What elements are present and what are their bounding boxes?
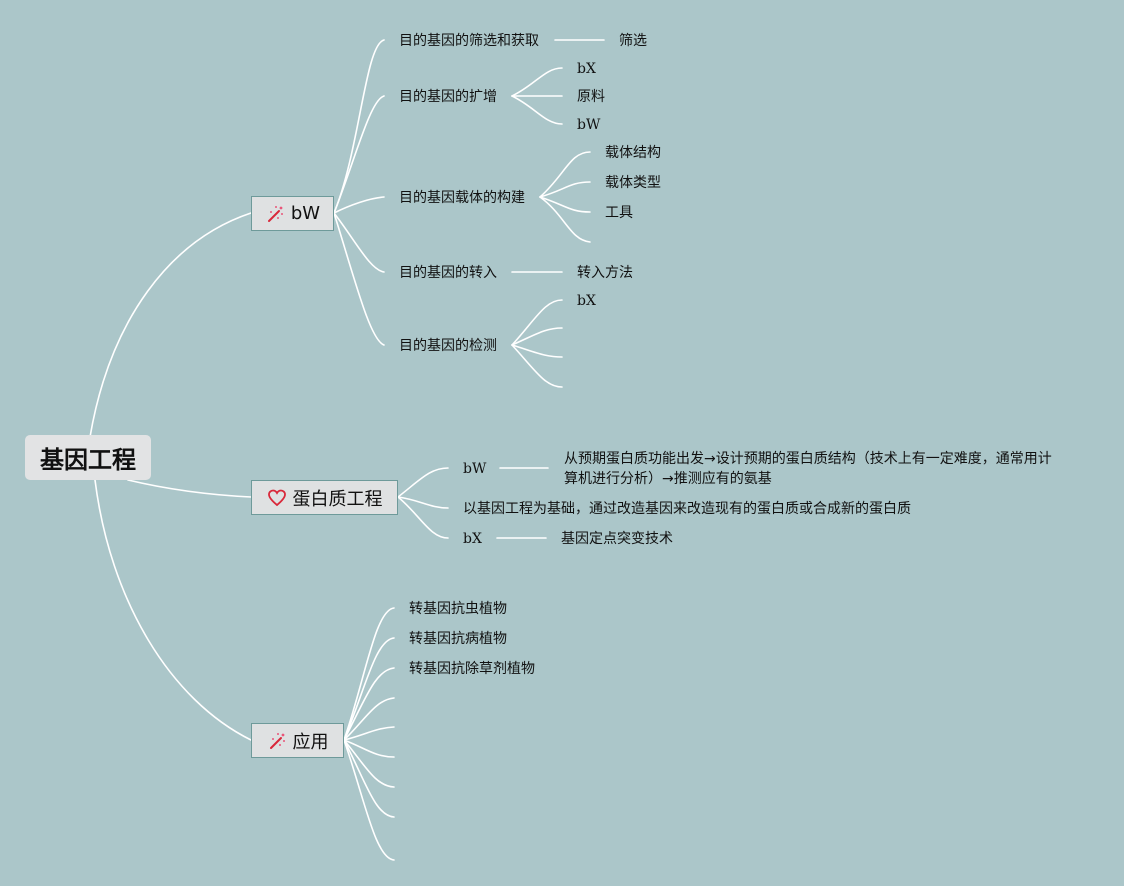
connector-line <box>539 196 591 243</box>
topic-protein-definition[interactable]: 以基因工程为基础，通过改造基因来改造现有的蛋白质或合成新的蛋白质 <box>463 501 911 517</box>
connector-line <box>343 726 395 741</box>
topic-transfer-method[interactable]: 转入方法 <box>577 265 633 281</box>
connector-line <box>539 151 591 198</box>
connector-line <box>343 607 395 741</box>
connector-line <box>343 739 395 758</box>
connector-line <box>397 467 449 498</box>
topic-protein-bX[interactable]: bX <box>463 531 482 547</box>
root-topic-label: 基因工程 <box>40 446 136 474</box>
root-topic[interactable]: 基因工程 <box>25 435 151 480</box>
connector-line <box>343 739 395 788</box>
topic-site-directed-mutagenesis[interactable]: 基因定点突变技术 <box>561 531 673 547</box>
connector-line <box>343 667 395 741</box>
branch-protein-engineering[interactable]: 蛋白质工程 <box>251 480 398 515</box>
connector-line <box>511 95 563 125</box>
topic-protein-bW[interactable]: bW <box>463 461 487 477</box>
branch-bW-label: bW <box>290 203 321 224</box>
topic-detection-leaf-bX[interactable]: bX <box>577 293 596 309</box>
topic-disease-resistant-plants[interactable]: 转基因抗病植物 <box>409 631 507 647</box>
connector-line <box>333 212 385 346</box>
connector-root-branch3 <box>94 479 252 741</box>
connector-line <box>343 739 395 818</box>
connector-line <box>511 344 563 358</box>
topic-herbicide-resistant-plants[interactable]: 转基因抗除草剂植物 <box>409 661 535 677</box>
topic-insect-resistant-plants[interactable]: 转基因抗虫植物 <box>409 601 507 617</box>
topic-vector-structure[interactable]: 载体结构 <box>605 145 661 161</box>
connector-line <box>511 67 563 97</box>
connector-line <box>511 299 563 346</box>
connector-line <box>343 637 395 741</box>
magic-wand-icon <box>269 732 285 749</box>
topic-protein-design-flow[interactable]: 从预期蛋白质功能出发→设计预期的蛋白质结构（技术上有一定难度，通常用计算机进行分… <box>564 451 1052 487</box>
connector-line <box>511 327 563 346</box>
topic-screen-and-obtain[interactable]: 目的基因的筛选和获取 <box>399 33 539 49</box>
connector-line <box>333 95 385 214</box>
topic-amplification[interactable]: 目的基因的扩增 <box>399 89 497 105</box>
connector-line <box>333 196 385 214</box>
topic-amplification-leaf-material[interactable]: 原料 <box>577 89 605 105</box>
branch-protein-engineering-label: 蛋白质工程 <box>292 488 383 510</box>
topic-vector-construction[interactable]: 目的基因载体的构建 <box>399 190 525 206</box>
connector-line <box>397 496 449 539</box>
connector-root-branch2 <box>127 479 252 498</box>
connector-line <box>511 344 563 388</box>
branch-application[interactable]: 应用 <box>251 723 344 758</box>
topic-detection[interactable]: 目的基因的检测 <box>399 338 497 354</box>
connector-line <box>397 496 449 509</box>
branch-bW[interactable]: bW <box>251 196 334 231</box>
topic-amplification-leaf-bW[interactable]: bW <box>577 117 601 133</box>
connector-line <box>333 39 385 214</box>
topic-transfer[interactable]: 目的基因的转入 <box>399 265 497 281</box>
topic-vector-tools[interactable]: 工具 <box>605 205 633 221</box>
magic-wand-icon <box>267 205 283 222</box>
branch-application-label: 应用 <box>292 731 329 753</box>
connector-root-branch1 <box>89 212 252 438</box>
topic-screen-leaf[interactable]: 筛选 <box>619 33 647 49</box>
connector-line <box>343 739 395 861</box>
heart-icon <box>267 489 286 506</box>
connector-line <box>343 697 395 741</box>
topic-vector-type[interactable]: 载体类型 <box>605 175 661 191</box>
connector-line <box>539 181 591 198</box>
topic-amplification-leaf-bX[interactable]: bX <box>577 61 596 77</box>
connector-line <box>333 212 385 273</box>
connector-line <box>539 196 591 213</box>
